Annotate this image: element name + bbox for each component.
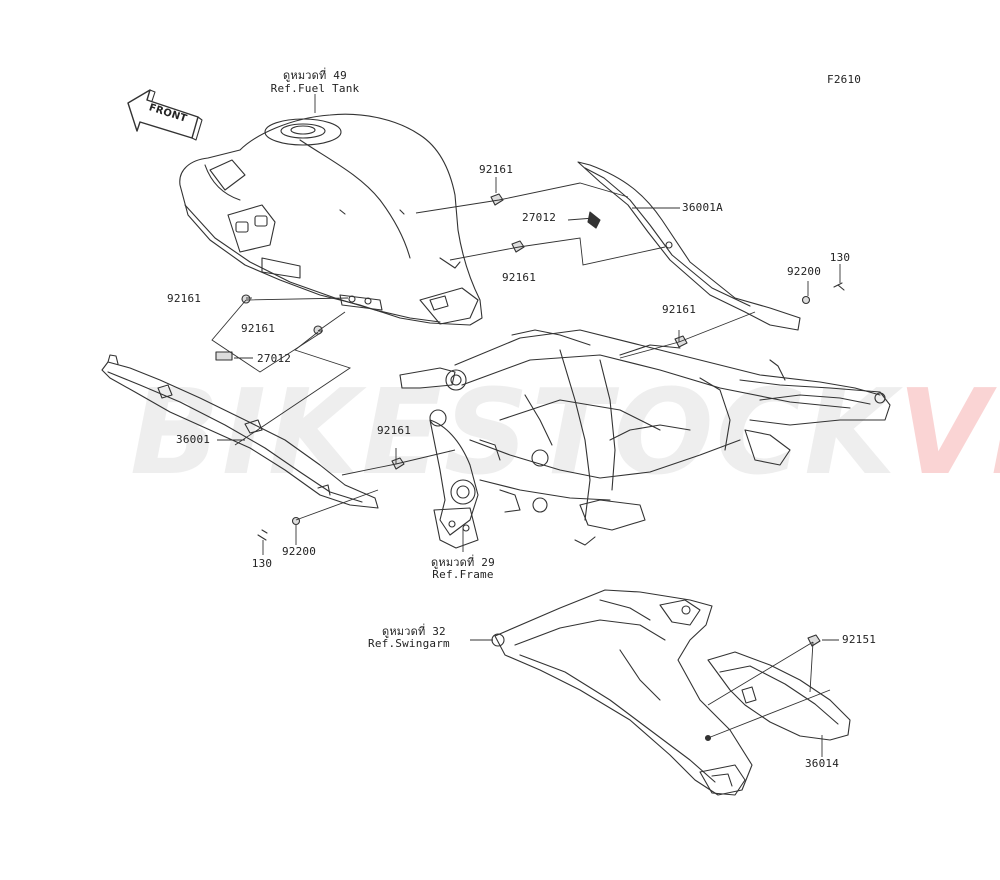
leader-lines [211,94,841,757]
chain-cover-drawing [704,651,851,742]
part-label-92200-right[interactable]: 92200 [786,265,822,278]
figure-code: F2610 [827,73,862,86]
part-label-92161-mid[interactable]: 92161 [501,271,537,284]
part-label-92161-frame[interactable]: 92161 [661,303,697,316]
front-arrow-icon [127,89,203,141]
left-side-cover-drawing [101,354,379,509]
right-side-cover-drawing [577,161,801,331]
ref-fuel-tank-link[interactable]: Ref.Fuel Tank [270,82,360,95]
part-label-92200-left[interactable]: 92200 [281,545,317,558]
watermark: BIKESTOCKVN [130,372,1000,492]
watermark-main: BIKESTOCK [130,363,898,501]
frame-drawing [399,329,891,549]
ref-frame-link[interactable]: Ref.Frame [432,568,494,581]
watermark-accent: VN [897,363,1000,501]
part-label-92151[interactable]: 92151 [842,633,877,646]
ref-swingarm-link[interactable]: Ref.Swingarm [368,637,450,650]
part-label-36014[interactable]: 36014 [804,757,840,770]
ref-frame-thai: ดูหมวดที่ 29 [431,556,495,569]
ref-swingarm-thai: ดูหมวดที่ 32 [382,625,446,638]
part-label-36001[interactable]: 36001 [176,433,211,446]
part-label-36001a[interactable]: 36001A [682,201,723,214]
part-label-27012-right[interactable]: 27012 [522,211,557,224]
part-label-92161-left2[interactable]: 92161 [241,322,276,335]
part-label-130-right[interactable]: 130 [829,251,851,264]
part-label-27012-left[interactable]: 27012 [257,352,292,365]
swingarm-drawing [491,589,753,796]
part-label-92161-lower[interactable]: 92161 [376,424,412,437]
part-label-92161-top[interactable]: 92161 [478,163,514,176]
part-label-92161-left1[interactable]: 92161 [167,292,202,305]
fuel-tank-drawing [179,113,483,326]
ref-fuel-tank-thai: ดูหมวดที่ 49 [283,69,347,82]
part-label-130-left[interactable]: 130 [251,557,273,570]
